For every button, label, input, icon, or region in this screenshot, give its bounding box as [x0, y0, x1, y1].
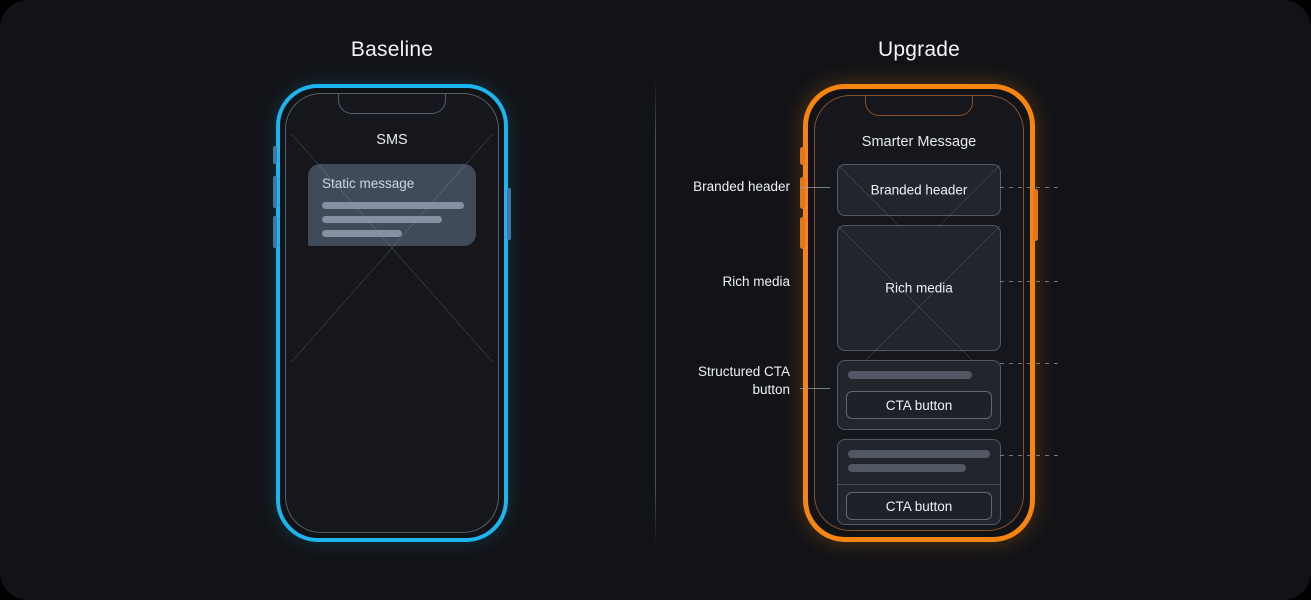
cta-button-1[interactable]: CTA button — [846, 391, 992, 419]
baseline-screen-bezel: SMS Static message — [285, 93, 499, 533]
leader-dash-structured-cta — [1000, 363, 1060, 364]
upgrade-volume-down-button — [800, 217, 805, 249]
callout-structured-cta: Structured CTA button — [600, 363, 790, 399]
callout-branded-header: Branded header — [600, 178, 790, 196]
callout-rich-media: Rich media — [600, 273, 790, 291]
panel-title-upgrade: Upgrade — [878, 38, 960, 61]
placeholder-cross-icon — [308, 164, 476, 332]
cta-card-placeholder-line — [848, 450, 990, 458]
baseline-silent-switch — [273, 146, 277, 164]
baseline-volume-down-button — [273, 216, 277, 248]
callout-structured-cta-line1: Structured CTA — [697, 364, 790, 379]
upgrade-screen-title: Smarter Message — [861, 134, 977, 150]
bubble-placeholder-line — [322, 202, 464, 209]
panel-divider — [655, 78, 656, 546]
upgrade-screen-bezel: Smarter Message Branded header Rich m — [814, 95, 1024, 531]
callout-branded-header-text: Branded header — [693, 179, 790, 194]
cta-card-placeholder-line — [848, 464, 966, 472]
baseline-volume-up-button — [273, 176, 277, 208]
cta-card-placeholder-line — [848, 371, 972, 379]
leader-dash-branded-header — [1000, 187, 1060, 188]
rich-media-label: Rich media — [885, 280, 953, 296]
branded-header-card[interactable]: Branded header — [837, 164, 1001, 216]
cta-button-2[interactable]: CTA button — [846, 492, 992, 520]
callout-structured-cta-line2: button — [752, 382, 790, 398]
leader-dash-rich-media — [1000, 281, 1060, 282]
upgrade-silent-switch — [800, 147, 805, 165]
baseline-phone-mockup: SMS Static message — [273, 84, 511, 542]
structured-cta-card-2: CTA button — [837, 439, 1001, 525]
upgrade-power-button — [1033, 189, 1038, 241]
cta-card-divider — [838, 484, 1000, 485]
leader-line-structured-cta — [800, 388, 830, 389]
upgrade-phone-mockup: Smarter Message Branded header Rich m — [800, 84, 1038, 542]
rich-media-card[interactable]: Rich media — [837, 225, 1001, 351]
bubble-placeholder-line — [322, 230, 402, 237]
bubble-placeholder-line — [322, 216, 442, 223]
baseline-screen-title: SMS — [376, 132, 408, 148]
structured-cta-card-1: CTA button — [837, 360, 1001, 430]
branded-header-label: Branded header — [870, 182, 968, 198]
upgrade-screen: Smarter Message Branded header Rich m — [815, 96, 1023, 530]
upgrade-volume-up-button — [800, 177, 805, 209]
static-message-label: Static message — [322, 176, 415, 191]
panel-title-baseline: Baseline — [350, 38, 434, 61]
baseline-screen: SMS Static message — [286, 94, 498, 532]
callout-rich-media-text: Rich media — [722, 274, 790, 289]
baseline-power-button — [507, 188, 511, 240]
leader-line-branded-header — [800, 187, 830, 188]
leader-dash-cta-card-2 — [1000, 455, 1060, 456]
static-message-bubble: Static message — [308, 164, 476, 246]
